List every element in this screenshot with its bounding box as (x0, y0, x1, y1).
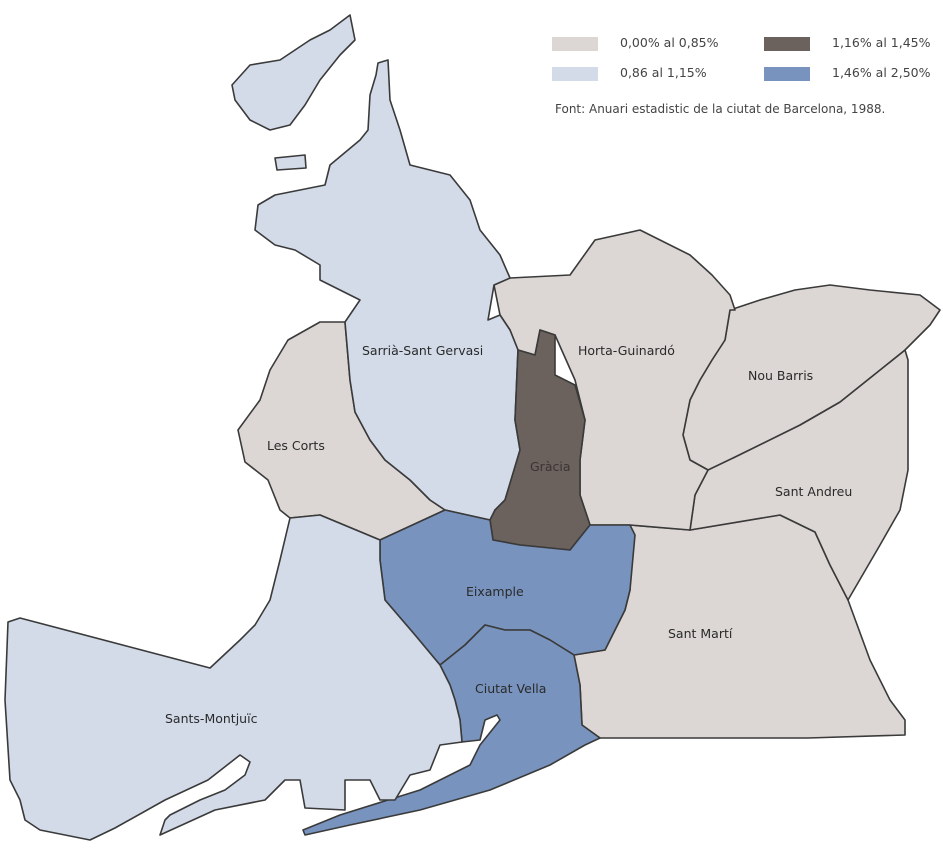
label-sant-andreu: Sant Andreu (775, 484, 852, 499)
label-sants-montjuic: Sants-Montjuïc (165, 711, 258, 726)
district-sarria-sant-gervasi-enclave-2 (274, 154, 307, 171)
district-sants-montjuic[interactable] (4, 514, 463, 841)
legend-swatch-146-250 (764, 67, 810, 81)
source-note: Font: Anuari estadistic de la ciutat de … (555, 102, 886, 116)
legend-swatch-086-115 (552, 67, 598, 81)
legend-label-086-115: 0,86 al 1,15% (620, 65, 707, 80)
district-sarria-sant-gervasi-enclave-1 (231, 14, 356, 131)
district-sarria-sant-gervasi[interactable] (254, 59, 521, 521)
legend-label-116-145: 1,16% al 1,45% (832, 35, 931, 50)
label-eixample: Eixample (466, 584, 524, 599)
legend-label-146-250: 1,46% al 2,50% (832, 65, 931, 80)
label-horta-guinardo: Horta-Guinardó (578, 343, 675, 358)
label-les-corts: Les Corts (267, 438, 325, 453)
district-ciutat-vella[interactable] (302, 624, 601, 836)
legend-label-0-085: 0,00% al 0,85% (620, 35, 719, 50)
label-nou-barris: Nou Barris (748, 368, 813, 383)
label-ciutat-vella: Ciutat Vella (475, 681, 546, 696)
label-sarria-sant-gervasi: Sarrià-Sant Gervasi (362, 343, 483, 358)
legend-swatch-0-085 (552, 37, 598, 51)
label-gracia: Gràcia (530, 459, 571, 474)
legend-swatch-116-145 (764, 37, 810, 51)
label-sant-marti: Sant Martí (668, 626, 733, 641)
